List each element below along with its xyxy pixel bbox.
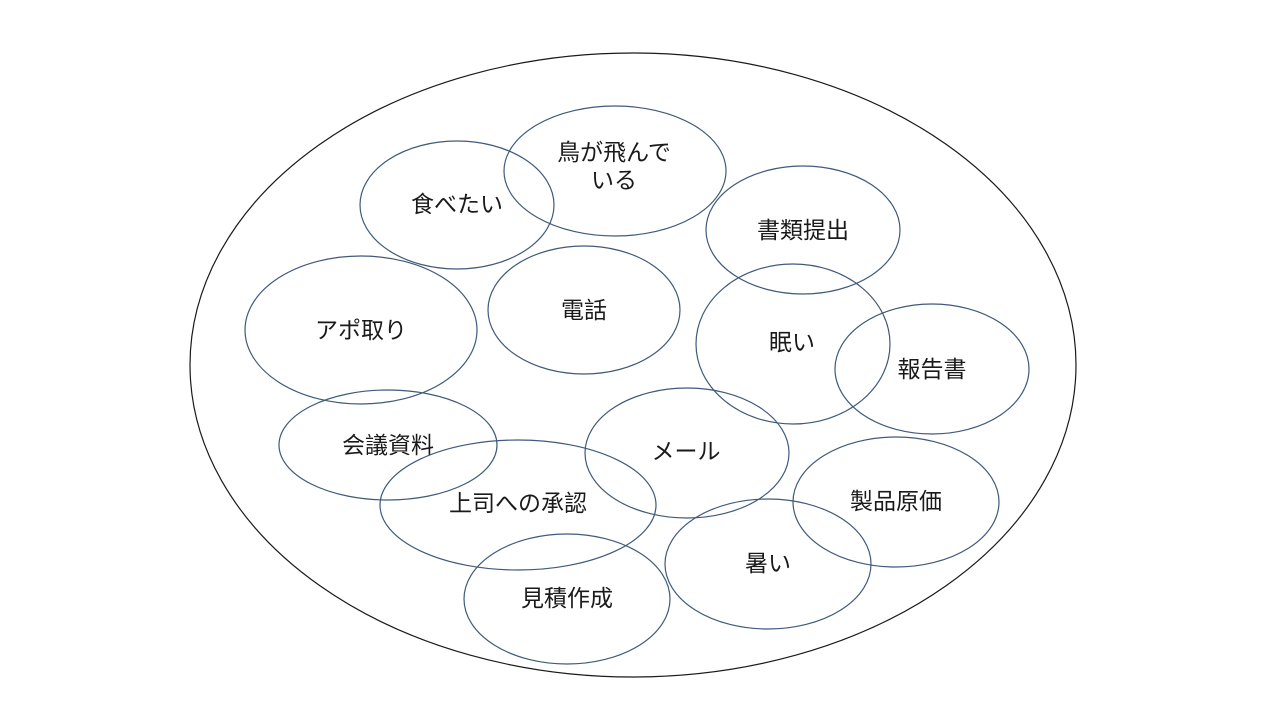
bubble-ellipse-hot bbox=[664, 498, 872, 630]
bubble-label-report: 報告書 bbox=[898, 357, 967, 383]
bubble-sleepy: 眠い bbox=[695, 263, 891, 425]
bubble-ellipse-mail bbox=[584, 387, 790, 519]
bubble-label-sleepy: 眠い bbox=[769, 330, 815, 356]
bubble-label-phone: 電話 bbox=[561, 298, 607, 324]
bubble-eat: 食べたい bbox=[359, 140, 555, 270]
bubble-appointment: アポ取り bbox=[244, 255, 478, 405]
bubble-ellipse-product-cost bbox=[792, 436, 1000, 568]
bubble-label-boss-approval: 上司への承認 bbox=[449, 491, 587, 517]
bubble-ellipse-docsubmit bbox=[705, 165, 901, 295]
bubble-product-cost: 製品原価 bbox=[792, 436, 1000, 568]
bubble-hot: 暑い bbox=[664, 498, 872, 630]
bubble-label-eat: 食べたい bbox=[411, 192, 503, 218]
bubble-docsubmit: 書類提出 bbox=[705, 165, 901, 295]
bubble-label-hot: 暑い bbox=[745, 551, 791, 577]
bubble-estimate: 見積作成 bbox=[463, 533, 671, 665]
bubble-mail: メール bbox=[584, 387, 790, 519]
outer-ellipse bbox=[189, 52, 1077, 678]
bubble-label-mail: メール bbox=[652, 439, 721, 465]
bubble-ellipse-phone bbox=[487, 245, 681, 375]
bubble-label-estimate: 見積作成 bbox=[521, 586, 613, 612]
bubble-ellipse-appointment bbox=[244, 255, 478, 405]
bubble-label-bird-line-2: いる bbox=[591, 168, 637, 194]
bubble-ellipse-bird bbox=[503, 105, 727, 237]
bubble-ellipse-report bbox=[834, 303, 1030, 435]
bubble-label-appointment: アポ取り bbox=[315, 318, 407, 344]
bubble-group: 鳥が飛んでいる食べたい書類提出アポ取り電話眠い報告書会議資料メール上司への承認製… bbox=[244, 105, 1030, 665]
bubble-label-bird-line-1: 鳥が飛んで bbox=[557, 140, 671, 166]
bubble-label-product-cost: 製品原価 bbox=[850, 489, 942, 515]
bubble-report: 報告書 bbox=[834, 303, 1030, 435]
bubble-label-docsubmit: 書類提出 bbox=[757, 218, 849, 244]
bubble-ellipse-boss-approval bbox=[379, 439, 657, 571]
bubble-ellipse-meeting-docs bbox=[278, 389, 498, 501]
bubble-phone: 電話 bbox=[487, 245, 681, 375]
bubble-label-meeting-docs: 会議資料 bbox=[342, 433, 434, 459]
bubble-ellipse-estimate bbox=[463, 533, 671, 665]
bubble-ellipse-eat bbox=[359, 140, 555, 270]
bubble-ellipse-sleepy bbox=[695, 263, 891, 425]
bubble-boss-approval: 上司への承認 bbox=[379, 439, 657, 571]
bubble-meeting-docs: 会議資料 bbox=[278, 389, 498, 501]
